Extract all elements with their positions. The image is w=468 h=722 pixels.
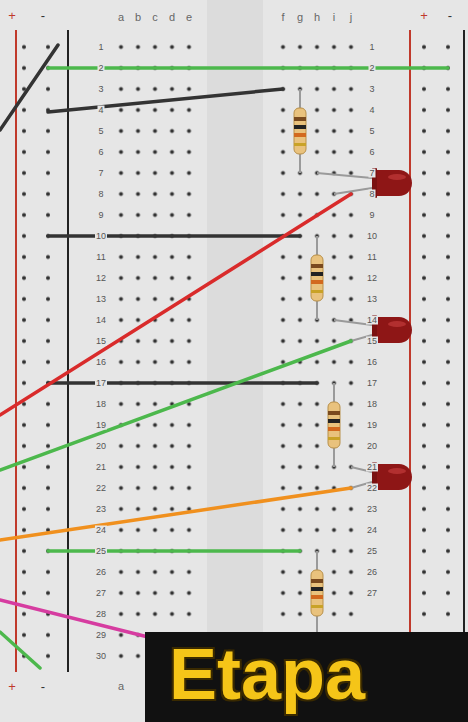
row-number: 13 bbox=[95, 295, 107, 304]
row-number: 12 bbox=[366, 274, 378, 283]
rail-or-column-label: d bbox=[168, 12, 176, 23]
row-number: 19 bbox=[95, 421, 107, 430]
row-number: 6 bbox=[97, 148, 104, 157]
row-number: 17 bbox=[95, 379, 107, 388]
row-number: 18 bbox=[366, 400, 378, 409]
row-number: 29 bbox=[95, 631, 107, 640]
row-number: 23 bbox=[366, 505, 378, 514]
row-number: 4 bbox=[368, 106, 375, 115]
rail-or-column-label: b bbox=[134, 12, 142, 23]
rail-or-column-label: f bbox=[280, 12, 285, 23]
row-number: 23 bbox=[95, 505, 107, 514]
row-number: 10 bbox=[366, 232, 378, 241]
row-number: 7 bbox=[368, 169, 375, 178]
rail-or-column-label: a bbox=[117, 12, 125, 23]
row-number: 9 bbox=[368, 211, 375, 220]
row-number: 8 bbox=[97, 190, 104, 199]
row-number: 18 bbox=[95, 400, 107, 409]
row-number: 26 bbox=[95, 568, 107, 577]
row-number: 30 bbox=[95, 652, 107, 661]
row-number: 25 bbox=[366, 547, 378, 556]
row-number: 5 bbox=[368, 127, 375, 136]
row-number: 2 bbox=[97, 64, 104, 73]
row-number: 12 bbox=[95, 274, 107, 283]
row-number: 1 bbox=[368, 43, 375, 52]
row-number: 21 bbox=[95, 463, 107, 472]
row-number: 25 bbox=[95, 547, 107, 556]
row-number: 6 bbox=[368, 148, 375, 157]
row-number: 11 bbox=[95, 253, 106, 262]
title-banner: Etapa bbox=[145, 632, 468, 722]
row-number: 14 bbox=[95, 316, 107, 325]
row-number: 13 bbox=[366, 295, 378, 304]
rail-or-column-label: g bbox=[296, 12, 304, 23]
rail-or-column-label: j bbox=[349, 12, 353, 23]
row-number: 10 bbox=[95, 232, 107, 241]
row-number: 8 bbox=[368, 190, 375, 199]
rail-or-column-label: c bbox=[151, 12, 159, 23]
row-number: 17 bbox=[366, 379, 378, 388]
row-number: 24 bbox=[366, 526, 378, 535]
row-number: 11 bbox=[366, 253, 377, 262]
row-number: 3 bbox=[97, 85, 104, 94]
row-number: 15 bbox=[366, 337, 378, 346]
row-number: 24 bbox=[95, 526, 107, 535]
rail-or-column-label: - bbox=[447, 9, 453, 22]
row-number: 20 bbox=[95, 442, 107, 451]
row-number: 20 bbox=[366, 442, 378, 451]
rail-or-column-label: + bbox=[7, 9, 17, 22]
row-number: 16 bbox=[95, 358, 107, 367]
row-number: 26 bbox=[366, 568, 378, 577]
row-number: 15 bbox=[95, 337, 107, 346]
row-number: 28 bbox=[95, 610, 107, 619]
row-number: 21 bbox=[366, 463, 378, 472]
rail-or-column-label: a bbox=[117, 681, 125, 692]
rail-or-column-label: h bbox=[313, 12, 321, 23]
row-number: 3 bbox=[368, 85, 375, 94]
row-number: 27 bbox=[95, 589, 107, 598]
rail-or-column-label: - bbox=[40, 9, 46, 22]
row-number: 9 bbox=[97, 211, 104, 220]
rail-or-column-label: + bbox=[7, 680, 17, 693]
row-number: 5 bbox=[97, 127, 104, 136]
rail-or-column-label: e bbox=[185, 12, 193, 23]
row-number: 16 bbox=[366, 358, 378, 367]
row-number: 1 bbox=[97, 43, 104, 52]
rail-or-column-label: + bbox=[419, 9, 429, 22]
rail-or-column-label: i bbox=[332, 12, 336, 23]
banner-title: Etapa bbox=[169, 638, 458, 710]
row-number: 7 bbox=[97, 169, 104, 178]
rail-or-column-label: - bbox=[40, 680, 46, 693]
row-number: 14 bbox=[366, 316, 378, 325]
row-number: 2 bbox=[368, 64, 375, 73]
row-number: 22 bbox=[95, 484, 107, 493]
row-number: 22 bbox=[366, 484, 378, 493]
row-number: 19 bbox=[366, 421, 378, 430]
row-number: 27 bbox=[366, 589, 378, 598]
row-number: 4 bbox=[97, 106, 104, 115]
